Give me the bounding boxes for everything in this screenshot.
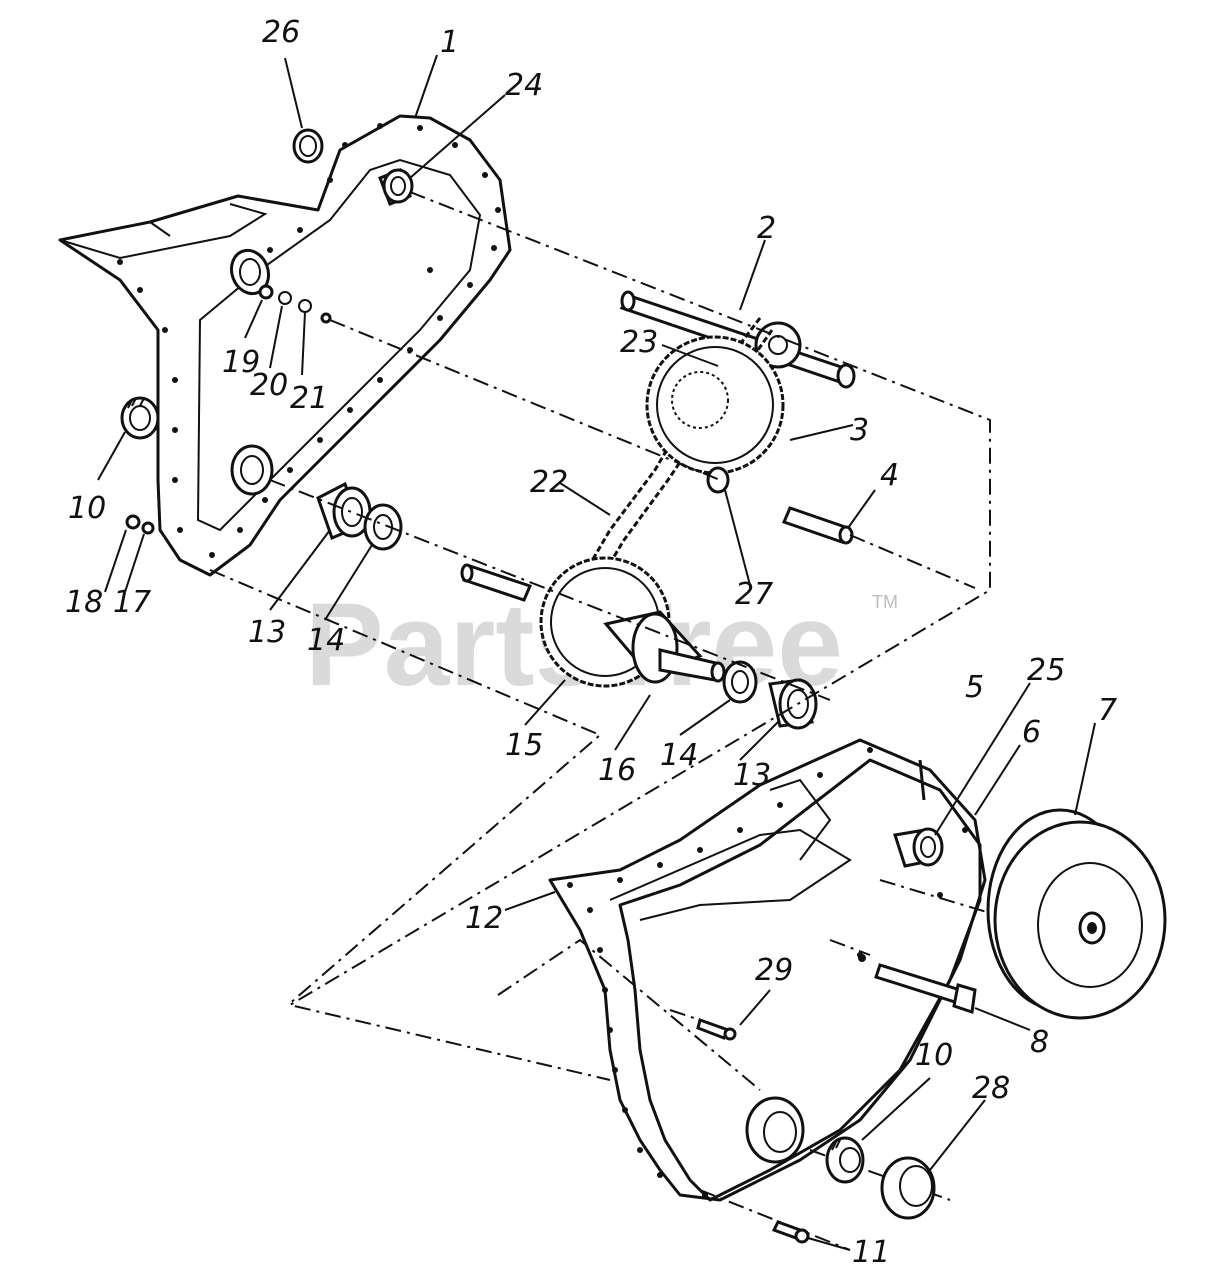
callout-24: 24 [505,68,543,103]
pin-4 [781,506,854,545]
assembly-centerlines [209,191,1081,1251]
callout-27: 27 [735,577,773,612]
oil-seal-10-left [120,396,160,440]
callout-12: 12 [465,901,503,936]
watermark-trademark: TM [872,592,898,612]
callout-5: 5 [965,670,984,705]
callout-19: 19 [222,345,260,380]
bushing-13-left [316,481,372,541]
callout-13-left: 13 [248,615,286,650]
callout-11: 11 [852,1235,890,1270]
callout-13-right: 13 [733,758,771,793]
hardware-19-20-21 [258,284,332,324]
lower-shaft [460,563,533,602]
screw-11 [771,1220,810,1244]
pulley-7 [986,808,1167,1020]
nut-17-washer-18 [125,514,155,535]
callout-3: 3 [850,413,869,448]
callout-17: 17 [113,585,151,620]
bushing-25 [893,827,944,868]
callout-16: 16 [598,753,636,788]
screw-29 [696,1018,737,1041]
left-chain-case-housing [58,114,512,577]
bolt-8 [858,954,977,1014]
bushing-24 [378,168,414,206]
leader-lines [97,54,1096,1251]
large-sprocket-3 [645,335,785,494]
callout-10-right: 10 [915,1038,953,1073]
cap-28 [880,1156,936,1220]
callout-7: 7 [1098,693,1117,728]
right-housing-holes [567,747,968,1198]
callout-14-right: 14 [660,738,698,773]
callout-28: 28 [972,1071,1010,1106]
callout-25: 25 [1027,653,1065,688]
callout-29: 29 [755,953,793,988]
callout-23: 23 [620,325,658,360]
housing-bolt-holes [117,123,501,558]
callout-26: 26 [262,15,300,50]
pin-5 [918,759,926,801]
oil-seal-10-right [825,1136,865,1184]
callout-2: 2 [757,211,776,246]
bushing-13-right [768,678,818,730]
washer-14-right [722,660,758,704]
callout-21: 21 [290,381,328,416]
washer-14-left [363,503,403,551]
callout-labels: 26 1 24 2 23 19 20 21 3 10 4 22 27 18 17… [65,15,1117,1270]
callout-1: 1 [440,25,459,60]
callout-15: 15 [505,728,543,763]
right-chain-case-housing [548,738,987,1202]
housing-bore [230,444,274,496]
callout-18: 18 [65,585,103,620]
cap-26 [292,128,324,164]
callout-10-left: 10 [68,491,106,526]
callout-14-left: 14 [307,623,345,658]
callout-4: 4 [880,458,899,493]
callout-20: 20 [250,368,288,403]
hub-16 [603,610,726,684]
callout-6: 6 [1022,715,1041,750]
callout-8: 8 [1030,1025,1049,1060]
callout-22: 22 [530,465,568,500]
